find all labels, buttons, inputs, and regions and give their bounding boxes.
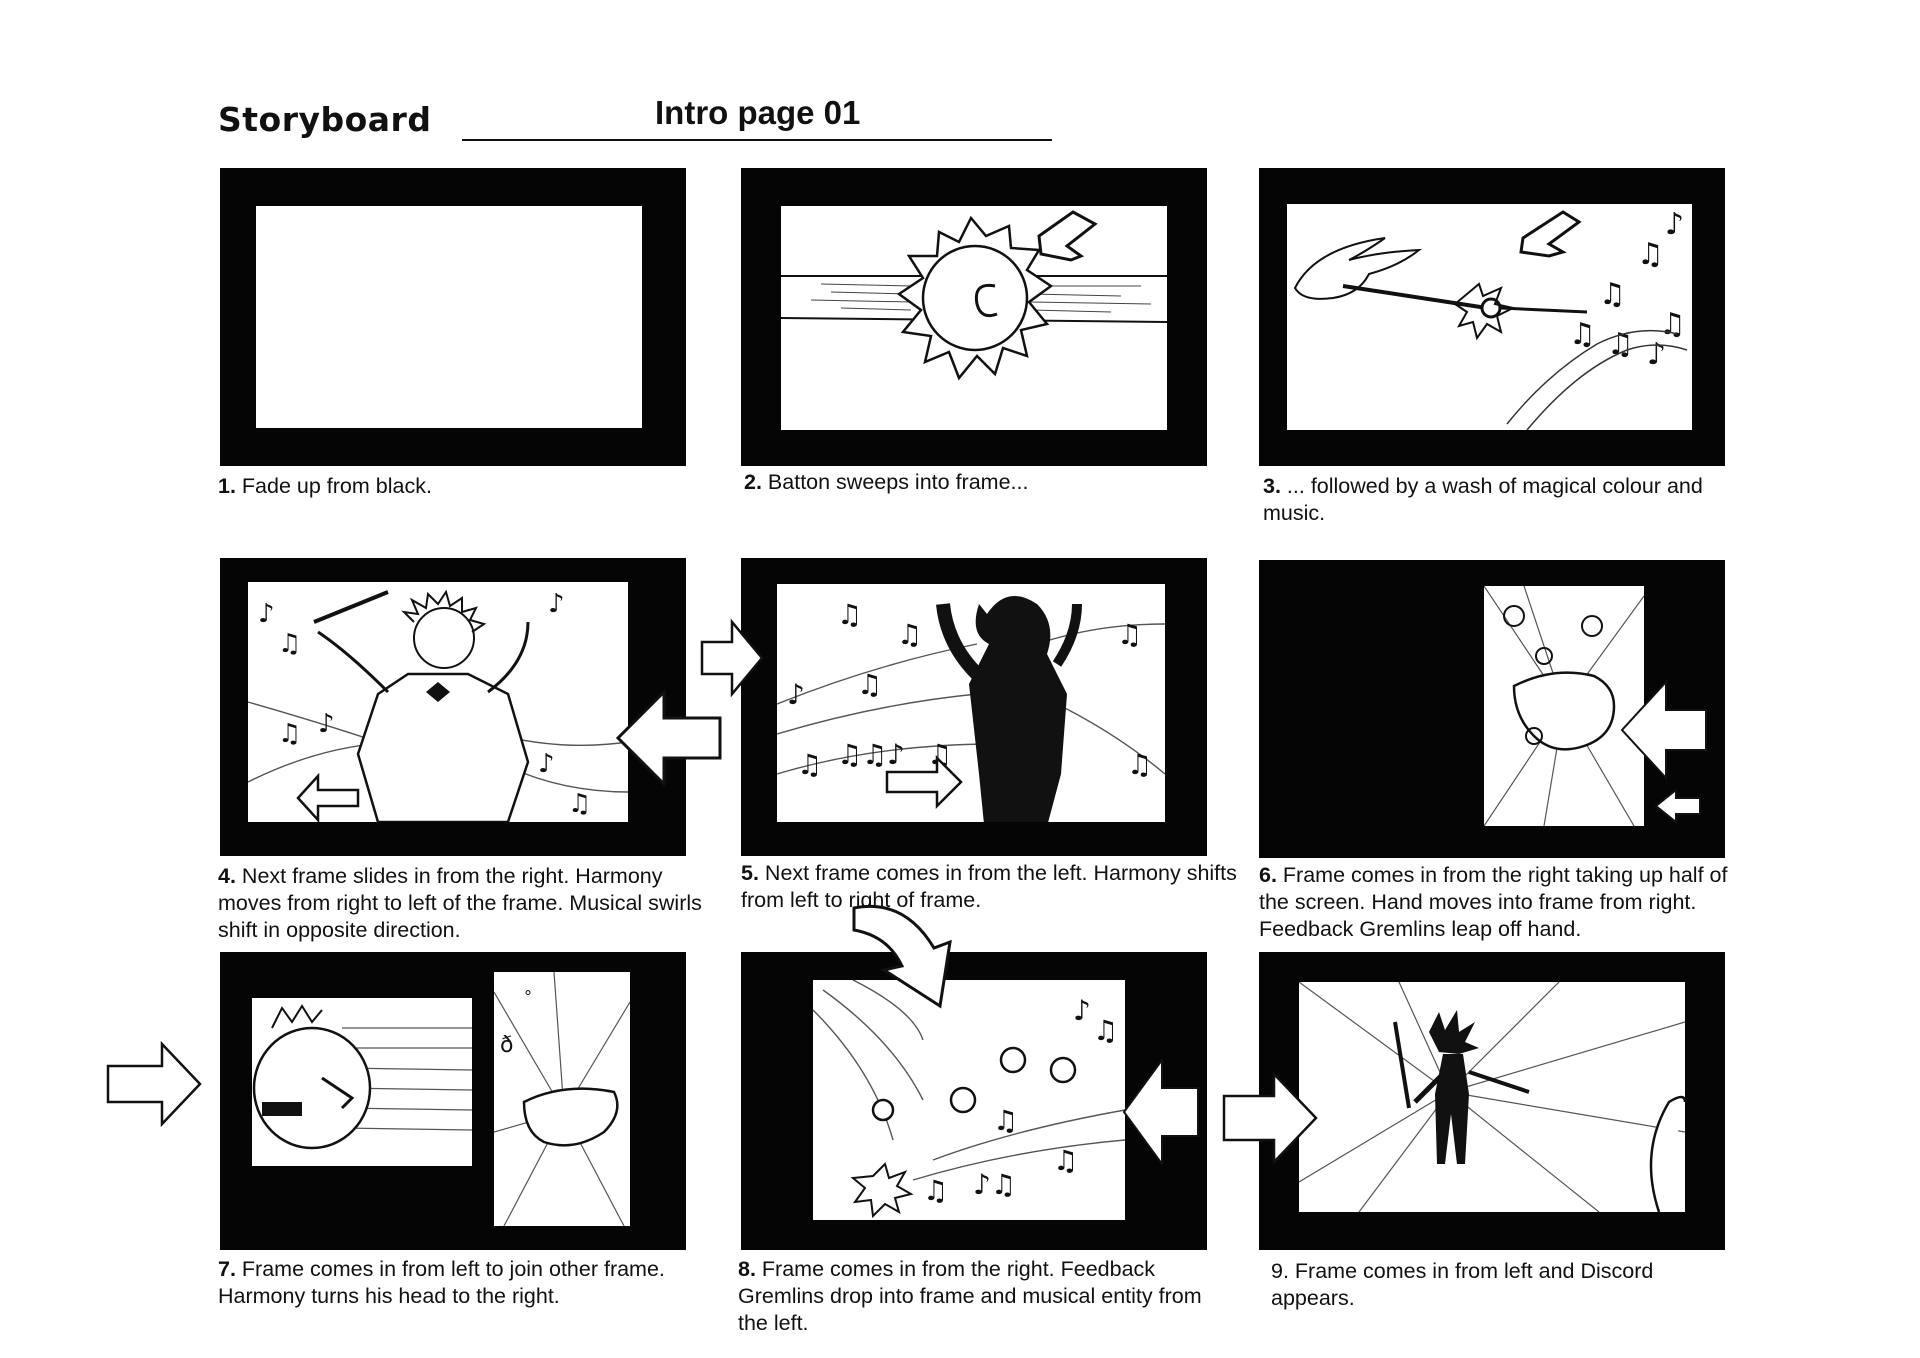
panel-2-scene: [781, 206, 1167, 430]
brand-logo: Storyboard: [218, 100, 432, 139]
panel-4-caption: 4. Next frame slides in from the right. …: [218, 863, 718, 944]
panel-3-number: 3.: [1263, 474, 1281, 498]
panel-7-number: 7.: [218, 1257, 236, 1281]
svg-text:♪: ♪: [887, 738, 905, 771]
panel-6-number: 6.: [1259, 863, 1277, 887]
panel-1-caption: 1. Fade up from black.: [218, 473, 678, 500]
svg-text:♪: ♪: [258, 599, 275, 629]
panel-9-frame: [1259, 952, 1725, 1250]
panel-8-number: 8.: [738, 1257, 756, 1281]
panel-6-arrow-left-small: [1652, 787, 1702, 825]
panel-7-frame: ð °: [220, 952, 686, 1250]
svg-text:♫: ♫: [923, 1174, 948, 1207]
panel-5-scene: ♫♫♪ ♫♫♫♫ ♪♫♫ ♫: [777, 584, 1165, 822]
panel-7-arrow-right: [104, 1040, 204, 1128]
panel-9-text: 9. Frame comes in from left and Discord …: [1271, 1259, 1654, 1310]
svg-text:♪: ♪: [318, 709, 335, 739]
panel-3-frame: ♫♫♪ ♫♫♪ ♫: [1259, 168, 1725, 466]
hand-baton-music-sketch: ♫♫♪ ♫♫♪ ♫: [1293, 207, 1688, 430]
panel-3-text: ... followed by a wash of magical colour…: [1263, 474, 1703, 525]
panel-6-text: Frame comes in from the right taking up …: [1259, 863, 1728, 941]
svg-text:♫: ♫: [897, 618, 922, 651]
svg-text:♫: ♫: [797, 748, 822, 781]
panel-8-arrow-left: [1122, 1056, 1200, 1168]
title-underline: [462, 139, 1052, 141]
svg-text:♫: ♫: [993, 1104, 1018, 1137]
svg-text:♫: ♫: [278, 629, 301, 659]
svg-text:♪: ♪: [1647, 337, 1666, 372]
panel-3-caption: 3. ... followed by a wash of magical col…: [1263, 473, 1723, 527]
svg-text:♫: ♫: [1127, 748, 1152, 781]
svg-text:♫: ♫: [1659, 307, 1686, 342]
panel-2-frame: [741, 168, 1207, 466]
svg-text:♫: ♫: [568, 789, 591, 819]
panel-4-text: Next frame slides in from the right. Har…: [218, 864, 702, 942]
panel-5-arrow-right: [700, 618, 766, 698]
harmony-head-sketch: [252, 1004, 472, 1150]
panel-8-frame: ♫♪♫♫ ♫♪♫: [741, 952, 1207, 1250]
panel-6-arrow-left-large: [1620, 679, 1710, 781]
panel-7-scene-right: ð °: [494, 972, 630, 1226]
panel-9-scene: [1299, 982, 1685, 1212]
page-title: Intro page 01: [655, 94, 861, 131]
svg-text:♫: ♫: [857, 668, 882, 701]
panel-8-caption: 8. Frame comes in from the right. Feedba…: [738, 1256, 1218, 1337]
svg-text:♫: ♫: [1117, 618, 1142, 651]
panel-1-scene: [256, 206, 642, 428]
svg-text:♫: ♫: [1599, 277, 1626, 312]
gremlins-drop-sketch: ♫♪♫♫ ♫♪♫: [813, 980, 1125, 1219]
svg-text:♫: ♫: [1569, 317, 1596, 352]
panel-1-text: Fade up from black.: [241, 474, 432, 498]
svg-text:♫: ♫: [278, 719, 301, 749]
harmony-conducting-sketch: ♪♫♫ ♪♪♪ ♫: [248, 589, 628, 822]
panel-7-caption: 7. Frame comes in from left to join othe…: [218, 1256, 698, 1310]
svg-text:♪: ♪: [548, 589, 565, 619]
svg-text:♫: ♫: [837, 598, 862, 631]
panel-4-arrow-left: [614, 688, 724, 788]
svg-text:°: °: [524, 987, 532, 1006]
panel-1-frame: [220, 168, 686, 466]
hand-sketch: ð °: [494, 972, 630, 1226]
panel-4-scene: ♪♫♫ ♪♪♪ ♫: [248, 582, 628, 822]
panel-8-scene: ♫♪♫♫ ♫♪♫: [813, 980, 1125, 1220]
panel-2-number: 2.: [744, 470, 762, 494]
svg-text:♫: ♫: [1637, 237, 1664, 272]
svg-text:♫: ♫: [1053, 1144, 1078, 1177]
svg-text:♪: ♪: [538, 749, 555, 779]
panel-5-number: 5.: [741, 861, 759, 885]
svg-text:♪: ♪: [1073, 994, 1091, 1027]
svg-text:♫: ♫: [1093, 1014, 1118, 1047]
panel-7-scene-left: [252, 998, 472, 1166]
svg-text:♪♫: ♪♫: [973, 1168, 1016, 1201]
panel-8-arrow-down: [848, 900, 968, 1030]
panel-3-scene: ♫♫♪ ♫♫♪ ♫: [1287, 204, 1692, 430]
baton-burst-sketch: [781, 210, 1167, 381]
panel-8-text: Frame comes in from the right. Feedback …: [738, 1257, 1202, 1335]
svg-text:♫♫: ♫♫: [837, 738, 887, 771]
panel-6-scene: [1484, 586, 1644, 826]
panel-2-text: Batton sweeps into frame...: [767, 470, 1029, 494]
panel-9-caption: 9. Frame comes in from left and Discord …: [1271, 1258, 1731, 1312]
harmony-silhouette-sketch: ♫♫♪ ♫♫♫♫ ♪♫♫ ♫: [777, 596, 1165, 822]
svg-text:♪: ♪: [1665, 207, 1684, 242]
panel-4-number: 4.: [218, 864, 236, 888]
panel-5-caption: 5. Next frame comes in from the left. Ha…: [741, 860, 1241, 914]
panel-1-number: 1.: [218, 474, 236, 498]
panel-6-caption: 6. Frame comes in from the right taking …: [1259, 862, 1759, 943]
panel-7-text: Frame comes in from left to join other f…: [218, 1257, 665, 1308]
panel-5-text: Next frame comes in from the left. Harmo…: [741, 861, 1237, 912]
panel-5-frame: ♫♫♪ ♫♫♫♫ ♪♫♫ ♫: [741, 558, 1207, 856]
hand-gremlins-sketch: [1484, 586, 1644, 826]
panel-2-caption: 2. Batton sweeps into frame...: [744, 469, 1204, 496]
panel-9-arrow-right: [1220, 1070, 1320, 1166]
svg-text:♪: ♪: [787, 678, 805, 711]
panel-4-frame: ♪♫♫ ♪♪♪ ♫: [220, 558, 686, 856]
discord-appears-sketch: [1299, 982, 1685, 1212]
svg-text:ð: ð: [500, 1033, 513, 1058]
